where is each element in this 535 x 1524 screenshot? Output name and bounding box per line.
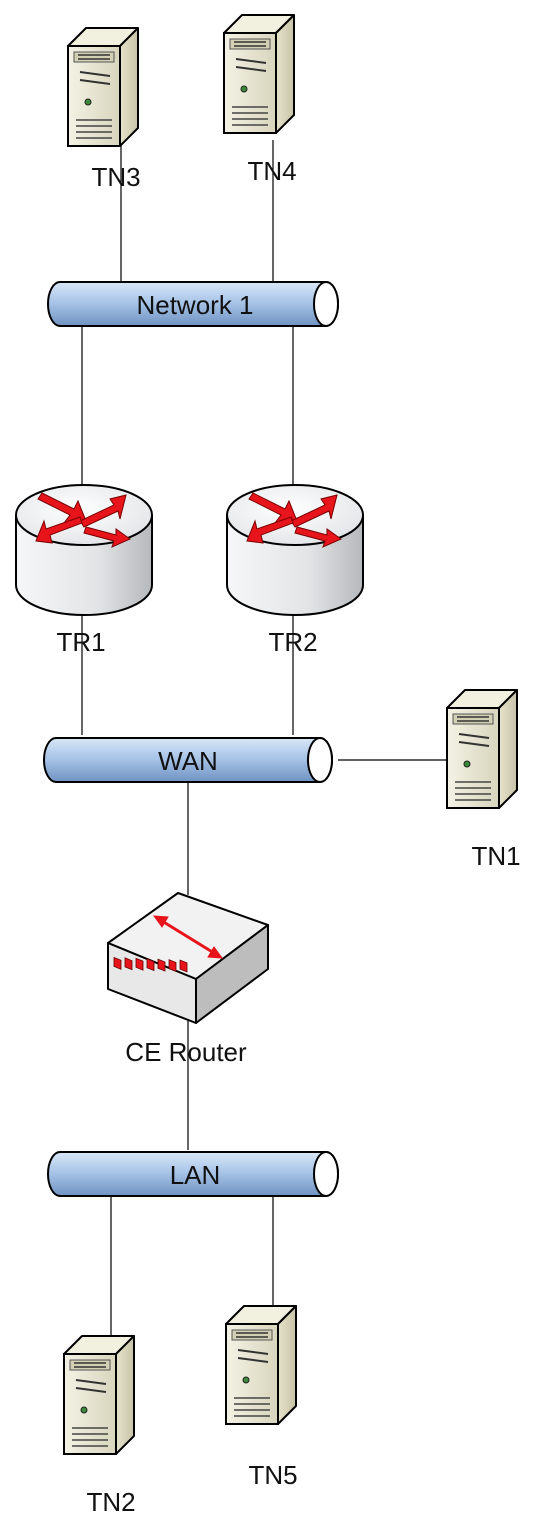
tn1-server: TN1 (446, 689, 521, 871)
lan-label: LAN (170, 1160, 221, 1190)
network-1-bus: Network 1 (47, 281, 339, 327)
router-icon (15, 484, 153, 616)
server-icon (67, 27, 139, 147)
tn3-server: TN3 (67, 27, 141, 192)
tn2-server: TN2 (63, 1335, 136, 1517)
tn2-label: TN2 (86, 1487, 135, 1517)
lan-bus: LAN (47, 1151, 339, 1197)
switch-icon (106, 891, 270, 1025)
router-icon (226, 484, 364, 616)
tn1-label: TN1 (471, 841, 520, 871)
ce-router-label: CE Router (125, 1037, 247, 1067)
ce-router-device: CE Router (106, 891, 270, 1067)
tr2-router: TR2 (226, 484, 364, 657)
tn4-server: TN4 (223, 14, 297, 186)
wan-bus: WAN (43, 737, 333, 783)
tn5-label: TN5 (248, 1460, 297, 1490)
wan-label: WAN (158, 746, 218, 776)
tn5-server: TN5 (225, 1305, 298, 1490)
server-icon (446, 689, 518, 809)
server-icon (223, 14, 295, 134)
tn3-label: TN3 (91, 162, 140, 192)
network-1-label: Network 1 (136, 290, 253, 320)
tr1-router: TR1 (15, 484, 153, 657)
tr1-label: TR1 (56, 627, 105, 657)
tn4-label: TN4 (247, 156, 296, 186)
server-icon (63, 1335, 135, 1455)
tr2-label: TR2 (268, 627, 317, 657)
server-icon (225, 1305, 297, 1425)
